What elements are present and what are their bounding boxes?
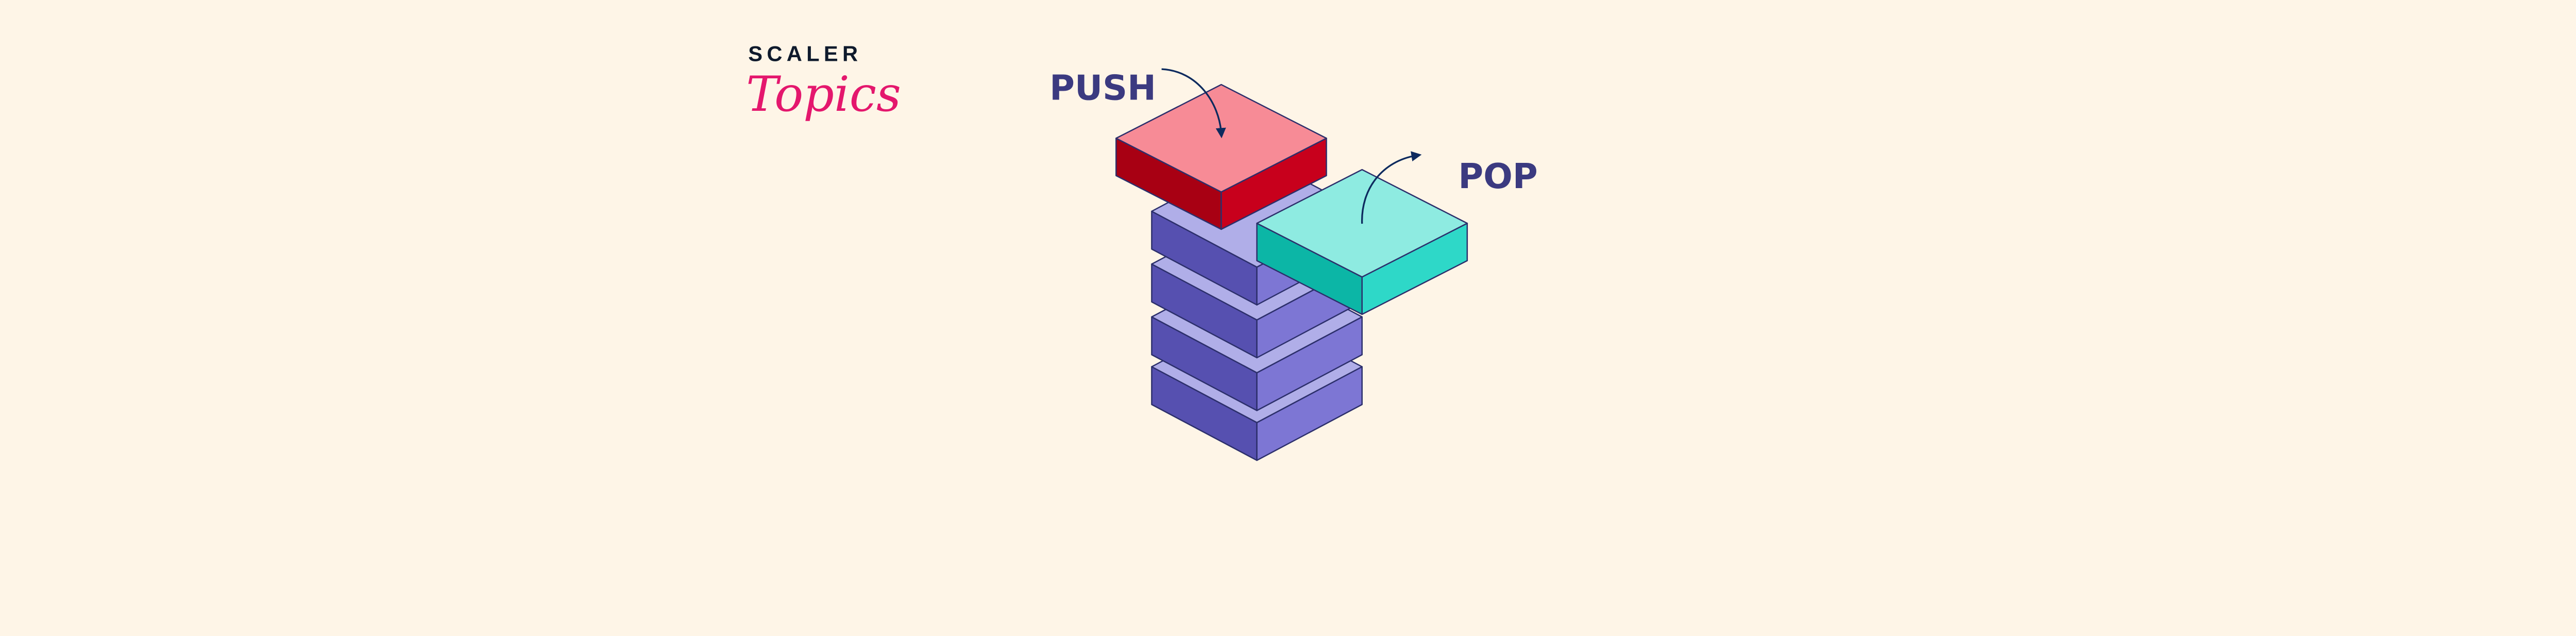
pop-arrow-icon (1361, 151, 1422, 224)
stack-push-pop-diagram: SCALER Topics PUSH POP (746, 41, 1538, 461)
boxes (1115, 83, 1468, 461)
pop-label: POP (1458, 156, 1537, 196)
top-face (1115, 83, 1327, 193)
logo-product: Topics (746, 66, 901, 123)
logo-brand: SCALER (748, 41, 862, 65)
scaler-topics-logo: SCALER Topics (746, 41, 901, 123)
push-arrow-icon (1161, 68, 1226, 139)
push-label: PUSH (1049, 68, 1156, 108)
push-item (1115, 83, 1327, 230)
